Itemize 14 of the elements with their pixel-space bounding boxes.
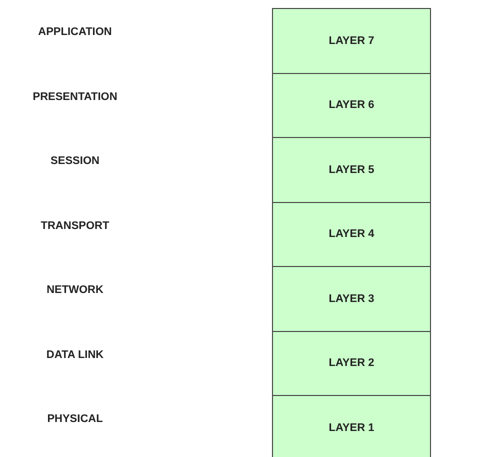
layer-name: APPLICATION [38, 26, 112, 38]
layer-box: LAYER 5 [272, 137, 431, 202]
layer-box: LAYER 3 [272, 266, 431, 332]
layer-box: LAYER 2 [272, 330, 431, 396]
layer-box: LAYER 7 [272, 8, 431, 74]
layer-box: LAYER 1 [272, 395, 431, 457]
layer-name: PHYSICAL [47, 413, 103, 426]
layer-name: PRESENTATION [32, 90, 118, 103]
layer-name: TRANSPORT [40, 220, 110, 232]
layer-name: NETWORK [46, 284, 104, 296]
layer-name: DATA LINK [46, 348, 104, 361]
layer-box: LAYER 4 [272, 202, 431, 267]
layer-box: LAYER 6 [272, 72, 431, 138]
layer-name: SESSION [50, 155, 100, 168]
